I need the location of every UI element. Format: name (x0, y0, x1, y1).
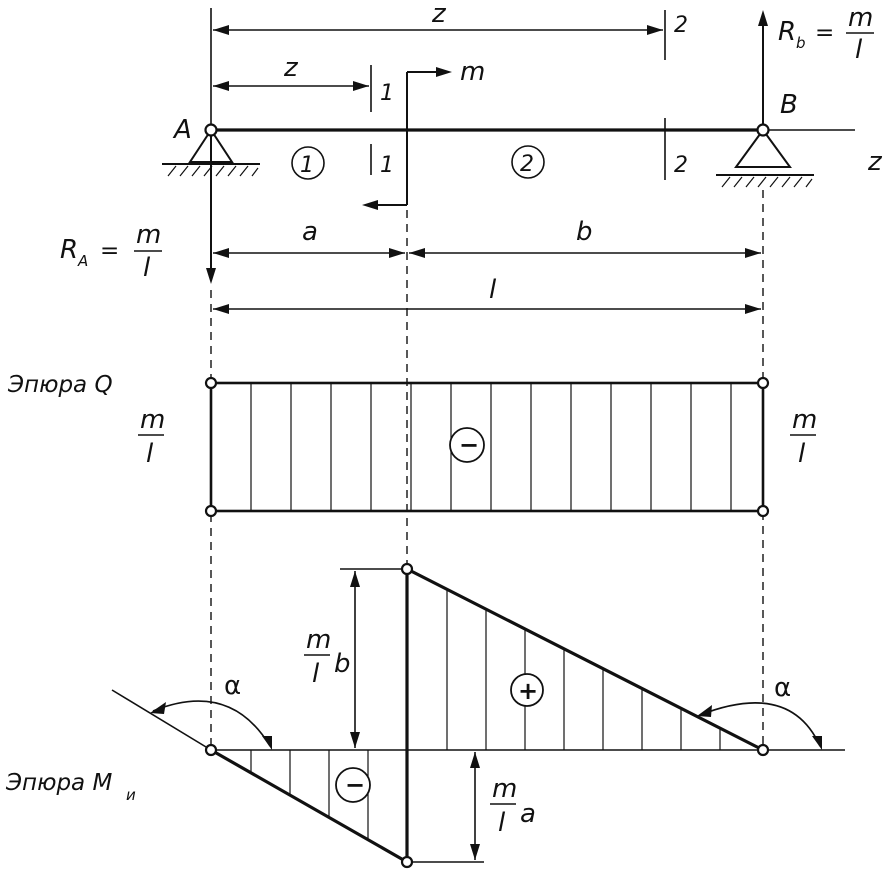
ma-num: m (492, 774, 517, 804)
reaction-b-den: l (855, 35, 863, 65)
shear-right-num: m (792, 405, 817, 435)
joint-a (204, 123, 218, 137)
region-2-label: 2 (520, 152, 534, 177)
shear-right-den: l (798, 439, 806, 469)
dim-a-label: a (302, 217, 318, 247)
reaction-b-group: R b = m l (758, 3, 874, 125)
region-1-marker (291, 146, 325, 180)
moment-diagram: + − α α m l b m l a Эпюра M и (5, 562, 845, 869)
alpha-left-label: α (224, 671, 241, 701)
reaction-a-group: R A = m l (60, 136, 216, 284)
region-1-label: 1 (300, 153, 314, 178)
sections-group: 1 1 2 2 1 2 m (210, 8, 688, 210)
mb-factor: b (334, 649, 351, 679)
section-2-bottom-label: 2 (674, 153, 688, 178)
moment-outline (210, 566, 764, 865)
shear-sign: − (459, 431, 479, 459)
dimensions-group: z z a b l (213, 0, 761, 314)
shear-left-num: m (140, 405, 165, 435)
moment-bottom-arrowhead (362, 200, 378, 210)
mb-den: l (312, 659, 320, 689)
mb-num: m (306, 625, 331, 655)
shear-hatching (250, 383, 732, 511)
alpha-left-ref (111, 689, 212, 751)
section-2-gap (664, 60, 667, 118)
region-2-marker (511, 145, 545, 179)
ma-den: l (498, 808, 506, 838)
reaction-b-sub: b (796, 34, 806, 52)
section-2-top-label: 2 (674, 13, 688, 38)
support-b-label: B (780, 90, 798, 120)
reaction-a-eq: = (100, 238, 119, 264)
shear-outline (209, 381, 765, 513)
support-b (734, 128, 792, 168)
reaction-a-arrowhead (206, 268, 216, 284)
dim-z-left-label: z (283, 53, 299, 83)
support-b-hatch (721, 176, 813, 188)
dim-z-top-label: z (431, 0, 447, 29)
reaction-b-symbol: R (778, 17, 796, 47)
section-1-top-label: 1 (380, 81, 394, 106)
moment-pos-sign: + (518, 677, 538, 705)
moment-neg-sign: − (345, 771, 365, 799)
alpha-right-arc (699, 702, 821, 747)
reaction-b-eq: = (815, 20, 834, 46)
moment-pos-marker (510, 673, 544, 707)
z-axis-label: z (867, 147, 883, 177)
moment-title: Эпюра M (5, 770, 112, 796)
reaction-a-symbol: R (60, 235, 78, 265)
projection-lines (210, 190, 764, 745)
moment-hatching (250, 589, 760, 840)
shear-left-den: l (146, 439, 154, 469)
support-a-label: A (172, 115, 192, 145)
moment-neg-marker (335, 767, 371, 803)
section-1-bottom-label: 1 (380, 153, 394, 178)
alpha-right-label: α (774, 673, 791, 703)
dim-l-label: l (489, 275, 497, 305)
reaction-b-num: m (848, 3, 873, 33)
reaction-a-den: l (143, 253, 151, 283)
shear-sign-marker (449, 427, 485, 463)
moment-top-arrowhead (436, 67, 452, 77)
reaction-a-num: m (136, 220, 161, 250)
alpha-left-arc (152, 700, 271, 747)
support-a-hatch (167, 165, 259, 177)
joint-b (756, 123, 770, 137)
reaction-a-sub: A (77, 252, 88, 270)
reaction-b-arrowhead (758, 10, 768, 26)
ma-factor: a (520, 799, 536, 829)
moment-label: m (460, 57, 485, 87)
dim-b-label: b (576, 217, 593, 247)
shear-title: Эпюра Q (7, 372, 113, 398)
moment-title-sub: и (126, 786, 136, 804)
shear-diagram: Эпюра Q m l m l − (7, 372, 817, 518)
